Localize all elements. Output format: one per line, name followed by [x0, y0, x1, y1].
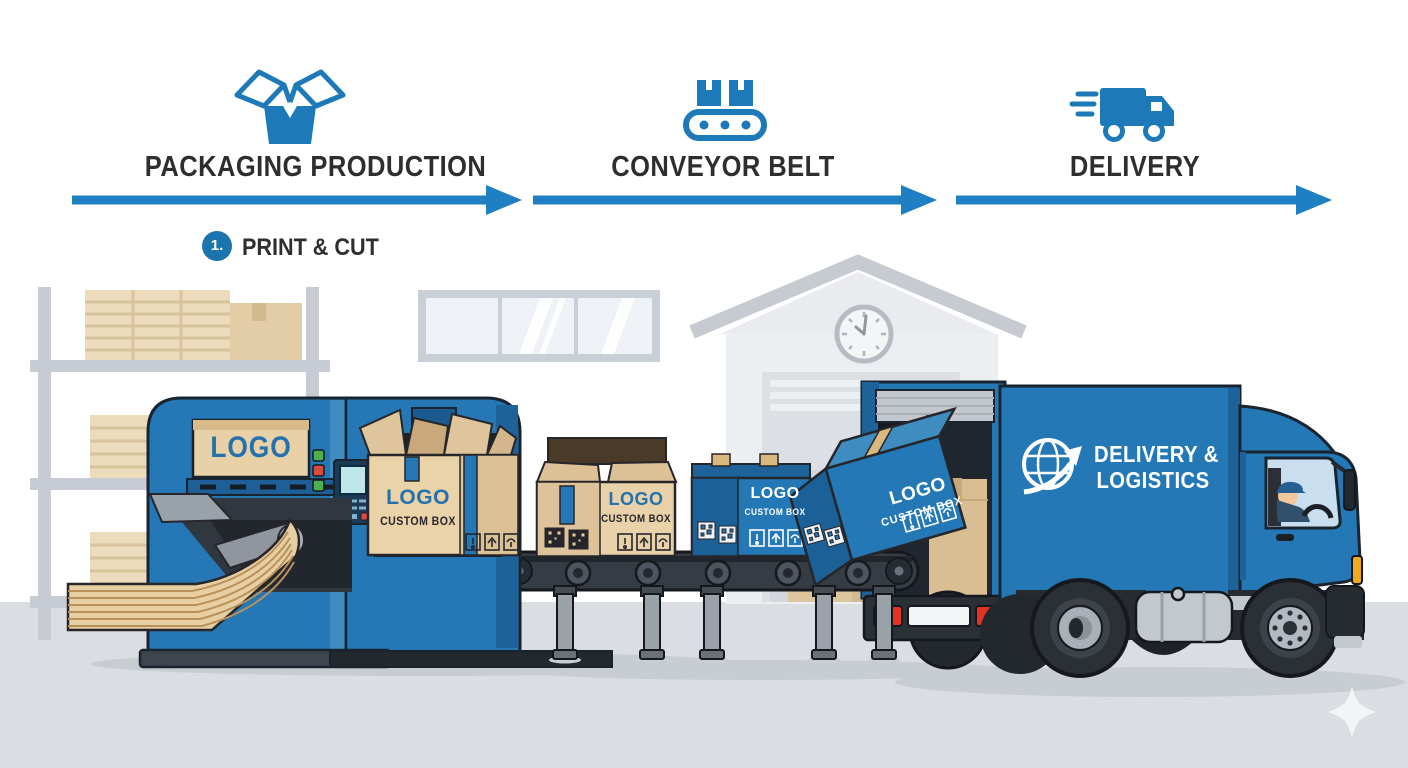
box3-subtitle-text: CUSTOM BOX	[744, 507, 806, 518]
box-3	[690, 453, 812, 558]
marker-light	[1351, 555, 1363, 585]
truck-brand-line1: DELIVERY &	[1094, 441, 1219, 467]
fuel-tank	[1134, 586, 1234, 644]
box2-logo-text: LOGO	[608, 489, 664, 509]
open-box-icon	[234, 69, 346, 144]
control-screen	[339, 465, 367, 495]
globe-arrow-icon	[1022, 438, 1082, 495]
box3-logo-text: LOGO	[750, 485, 800, 502]
side-mirror	[1343, 469, 1356, 511]
stage-label-delivery: DELIVERY	[1069, 151, 1201, 183]
steering-wheel	[1301, 504, 1334, 519]
truck-wheel-front	[1240, 578, 1340, 678]
truck-wheel-rear	[1030, 578, 1130, 678]
wall-clock	[834, 304, 894, 364]
machine-buttons	[312, 449, 325, 492]
box2-subtitle-text: CUSTOM BOX	[601, 513, 671, 525]
box-1	[358, 408, 520, 557]
truck-roof-fairing	[1238, 404, 1338, 454]
box-2	[535, 437, 678, 558]
fast-delivery-truck-icon	[1069, 88, 1174, 142]
stage-label-conveyor-belt: CONVEYOR BELT	[611, 151, 835, 183]
box1-subtitle-text: CUSTOM BOX	[380, 514, 456, 528]
delivery-truck	[980, 384, 1365, 678]
machine-display-text: LOGO	[210, 431, 292, 464]
stage-label-packaging-production: PACKAGING PRODUCTION	[144, 151, 487, 183]
truck-cab	[1238, 450, 1363, 597]
door-handle	[1276, 534, 1294, 541]
step-label: PRINT & CUT	[242, 234, 379, 261]
process-arrows	[72, 185, 1332, 215]
ground-sparkle-icon	[1328, 686, 1376, 738]
factory-window	[418, 290, 660, 362]
front-bumper	[1325, 585, 1365, 639]
conveyor-belt-icon	[683, 80, 767, 141]
driver	[1268, 468, 1334, 526]
truck-brand-line2: LOGISTICS	[1096, 467, 1210, 493]
cardboard-sheets	[66, 517, 301, 632]
box1-logo-text: LOGO	[386, 486, 450, 509]
step-number-badge: 1.	[202, 231, 232, 261]
conveyor-legs	[549, 585, 900, 664]
truck-cargo-box	[998, 384, 1242, 602]
box-4	[788, 406, 967, 588]
machine-logo-panel	[191, 418, 311, 479]
stage-icons	[234, 69, 1174, 144]
